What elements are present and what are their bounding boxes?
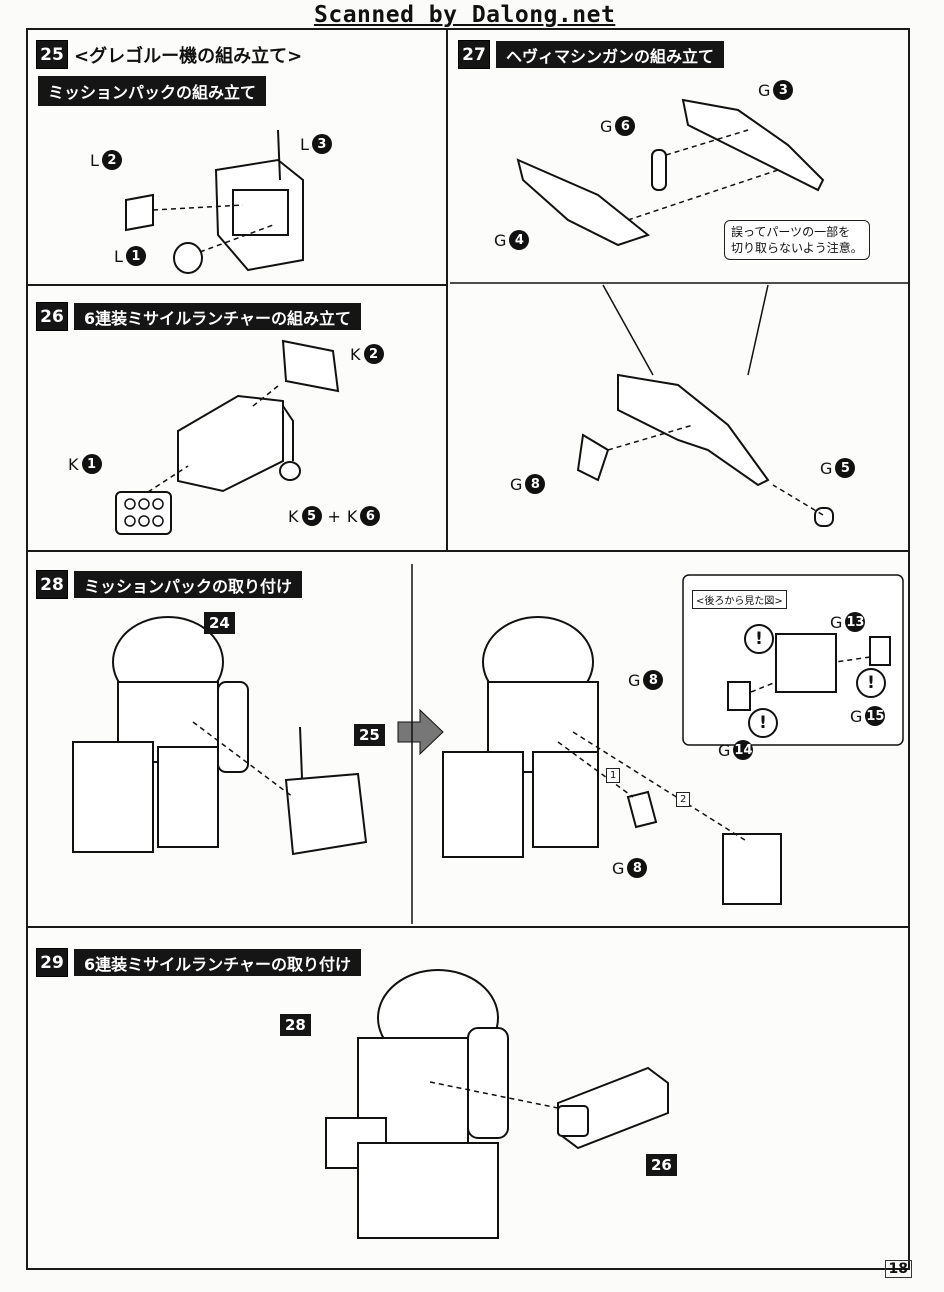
step-25-header: 25 <グレゴルー機の組み立て> [36,40,302,69]
step-26-header: 26 6連装ミサイルランチャーの組み立て [36,302,361,331]
step-title: 6連装ミサイルランチャーの組み立て [74,303,361,330]
step-29-panel: 29 6連装ミサイルランチャーの取り付け 28 26 [26,926,910,1270]
part-number: 5 [835,458,856,478]
plus-sign: + [327,506,341,526]
part-number: 5 [301,506,322,526]
part-number: 14 [733,740,754,760]
part-label-G8-bottom: G 8 [612,858,648,878]
part-letter: G [600,116,613,136]
part-letter: G [612,858,625,878]
mission-pack-mount-diagram [72,564,904,924]
part-number: 8 [627,858,648,878]
part-number: 6 [360,506,381,526]
part-number: 1 [125,246,146,266]
step-number: 29 [36,948,68,977]
caution-line-2: 切り取らないよう注意。 [731,241,863,255]
part-label-K2: K 2 [350,344,384,364]
part-number: 13 [845,612,866,632]
caution-icon: ! [744,624,774,654]
part-label-G5: G 5 [820,458,856,478]
part-label-G8-top: G 8 [628,670,664,690]
part-label-K5-K6: K 5 + K 6 [288,506,381,526]
step-number: 28 [36,570,68,599]
part-number: 8 [643,670,664,690]
step-26-panel: 26 6連装ミサイルランチャーの組み立て K 2 K 1 K 5 + K [26,284,448,552]
step-number: 26 [36,302,68,331]
order-marker-1: 1 [606,768,621,783]
caution-icon: ! [856,668,886,698]
part-letter: G [510,474,523,494]
watermark: Scanned by Dalong.net [314,2,616,28]
part-number: 6 [615,116,636,136]
step-title: ミッションパックの取り付け [74,571,303,598]
part-letter: L [90,150,99,170]
ref-step-28: 28 [280,1014,311,1036]
part-label-G3: G 3 [758,80,794,100]
ref-step-24: 24 [204,612,235,634]
part-label-G13: G 13 [830,612,866,632]
part-letter: G [850,706,863,726]
caution-note: 誤ってパーツの一部を 切り取らないよう注意。 [724,220,870,260]
part-letter: G [758,80,771,100]
step-27-header: 27 ヘヴィマシンガンの組み立て [458,40,725,69]
part-letter: K [346,506,358,526]
part-letter: K [68,454,79,474]
part-number: 4 [509,230,530,250]
missile-launcher-mount-diagram [325,969,669,1239]
step-title: ヘヴィマシンガンの組み立て [496,41,725,68]
order-marker-2: 2 [676,792,691,807]
step-title: <グレゴルー機の組み立て> [74,45,303,67]
rear-view-caption: <後ろから見た図> [692,590,787,609]
step-28-header: 28 ミッションパックの取り付け [36,570,303,599]
step-28-panel: 28 ミッションパックの取り付け [26,550,910,928]
step-number: 27 [458,40,490,69]
part-number: 1 [81,454,102,474]
part-number: 8 [525,474,546,494]
step-29-header: 29 6連装ミサイルランチャーの取り付け [36,948,361,977]
step-25-panel: 25 <グレゴルー機の組み立て> ミッションパックの組み立て L 2 L 3 L… [26,28,448,286]
part-letter: G [820,458,833,478]
caution-icon: ! [748,708,778,738]
part-label-G6: G 6 [600,116,636,136]
step-subtitle: ミッションパックの組み立て [38,76,267,106]
part-label-G4: G 4 [494,230,530,250]
mission-pack-diagram [125,129,304,274]
part-number: 3 [311,134,332,154]
ref-step-25: 25 [354,724,385,746]
part-label-G15: G 15 [850,706,886,726]
part-label-K1: K 1 [68,454,102,474]
heavy-machine-gun-diagram [450,98,908,527]
part-label-G8: G 8 [510,474,546,494]
missile-launcher-diagram [115,339,340,535]
part-label-G14: G 14 [718,740,754,760]
part-letter: K [288,506,299,526]
part-letter: L [114,246,123,266]
part-letter: G [628,670,641,690]
ref-step-26: 26 [646,1154,677,1176]
step-number: 25 [36,40,68,69]
part-label-L3: L 3 [300,134,332,154]
part-number: 2 [363,344,384,364]
part-label-L1: L 1 [114,246,146,266]
caution-line-1: 誤ってパーツの一部を [731,225,851,239]
part-letter: G [718,740,731,760]
step-title: 6連装ミサイルランチャーの取り付け [74,949,361,976]
part-letter: G [494,230,507,250]
part-letter: G [830,612,843,632]
part-number: 2 [101,150,122,170]
part-letter: L [300,134,309,154]
part-number: 15 [865,706,886,726]
part-label-L2: L 2 [90,150,122,170]
part-number: 3 [773,80,794,100]
step-27-panel: 27 ヘヴィマシンガンの組み立て G 6 G 3 G [446,28,910,552]
part-letter: K [350,344,361,364]
page-number: 18 [884,1260,912,1278]
